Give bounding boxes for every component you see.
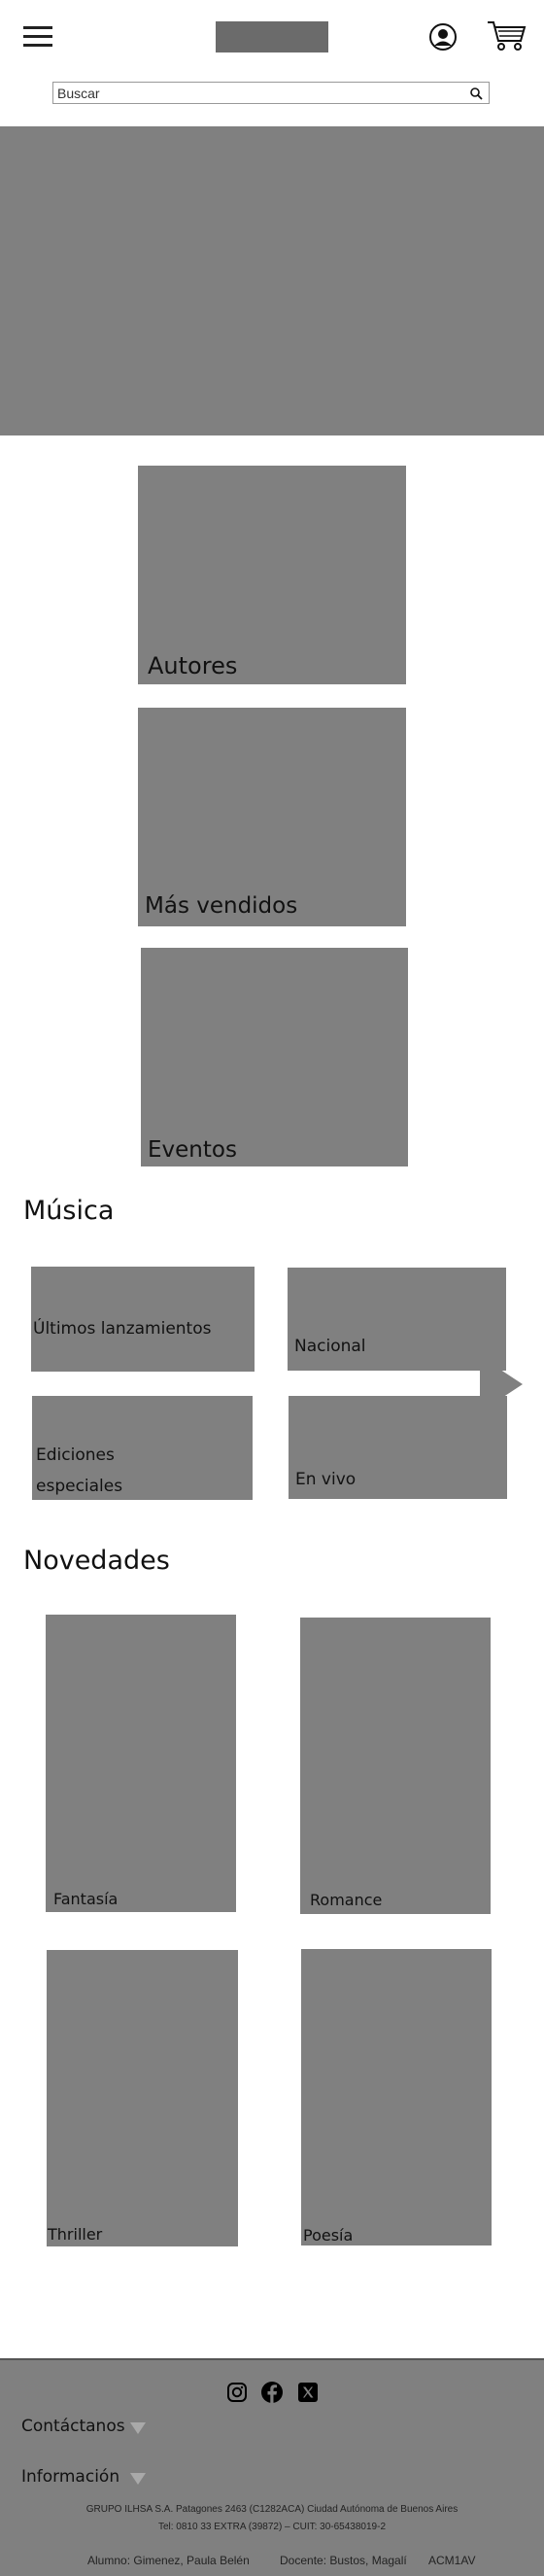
music-tile-label: Últimos lanzamientos bbox=[33, 1319, 212, 1339]
footer: Contáctanos Información GRUPO ILHSA S.A.… bbox=[0, 2358, 544, 2576]
music-tile-en-vivo[interactable]: En vivo bbox=[289, 1396, 507, 1499]
category-tile-mas-vendidos[interactable]: Más vendidos bbox=[138, 708, 406, 926]
search-input[interactable] bbox=[57, 85, 485, 102]
footer-teacher: Docente: Bustos, Magalí bbox=[280, 2554, 407, 2567]
x-icon[interactable] bbox=[298, 2383, 318, 2402]
music-tile-nacional[interactable]: Nacional bbox=[288, 1268, 506, 1371]
chevron-down-icon[interactable] bbox=[130, 2422, 146, 2434]
music-tile-label: En vivo bbox=[295, 1470, 357, 1489]
footer-course: ACM1AV bbox=[428, 2554, 476, 2567]
user-icon[interactable] bbox=[428, 22, 458, 52]
music-tile-ultimos-lanzamientos[interactable]: Últimos lanzamientos bbox=[31, 1267, 255, 1372]
category-label: Autores bbox=[148, 652, 238, 679]
footer-phone: Tel: 0810 33 EXTRA (39872) – CUIT: 30-65… bbox=[157, 2522, 387, 2532]
music-tile-label: Ediciones especiales bbox=[36, 1445, 123, 1496]
category-tile-autores[interactable]: Autores bbox=[138, 466, 406, 684]
hamburger-menu-icon[interactable] bbox=[23, 26, 52, 48]
novedades-tile-label: Fantasía bbox=[53, 1890, 119, 1908]
hero-banner[interactable] bbox=[0, 126, 544, 435]
footer-address: GRUPO ILHSA S.A. Patagones 2463 (C1282AC… bbox=[85, 2504, 459, 2515]
music-tile-label: Nacional bbox=[294, 1337, 366, 1356]
search-bar[interactable] bbox=[52, 82, 490, 104]
facebook-icon[interactable] bbox=[260, 2381, 284, 2404]
novedades-tile-fantasia[interactable]: Fantasía bbox=[46, 1615, 236, 1912]
chevron-down-icon[interactable] bbox=[130, 2473, 146, 2485]
arrow-right-icon[interactable] bbox=[480, 1356, 523, 1412]
section-title-novedades: Novedades bbox=[23, 1546, 170, 1576]
search-icon[interactable] bbox=[469, 86, 483, 100]
cart-icon[interactable] bbox=[486, 19, 527, 52]
novedades-tile-label: Poesía bbox=[303, 2226, 354, 2245]
novedades-tile-romance[interactable]: Romance bbox=[300, 1618, 491, 1914]
category-label: Eventos bbox=[148, 1137, 237, 1163]
category-tile-eventos[interactable]: Eventos bbox=[141, 948, 408, 1166]
music-tile-ediciones-especiales[interactable]: Ediciones especiales bbox=[32, 1396, 253, 1500]
category-label: Más vendidos bbox=[145, 893, 298, 919]
novedades-tile-label: Romance bbox=[310, 1891, 383, 1909]
novedades-tile-label: Thriller bbox=[48, 2225, 103, 2244]
footer-student: Alumno: Gimenez, Paula Belén bbox=[87, 2554, 250, 2567]
logo[interactable] bbox=[216, 21, 328, 52]
section-title-musica: Música bbox=[23, 1196, 115, 1226]
footer-info-heading[interactable]: Información bbox=[21, 2467, 120, 2487]
novedades-tile-poesia[interactable]: Poesía bbox=[301, 1949, 492, 2245]
footer-contact-heading[interactable]: Contáctanos bbox=[21, 2417, 125, 2436]
instagram-icon[interactable] bbox=[226, 2382, 248, 2403]
novedades-tile-thriller[interactable]: Thriller bbox=[47, 1950, 238, 2246]
